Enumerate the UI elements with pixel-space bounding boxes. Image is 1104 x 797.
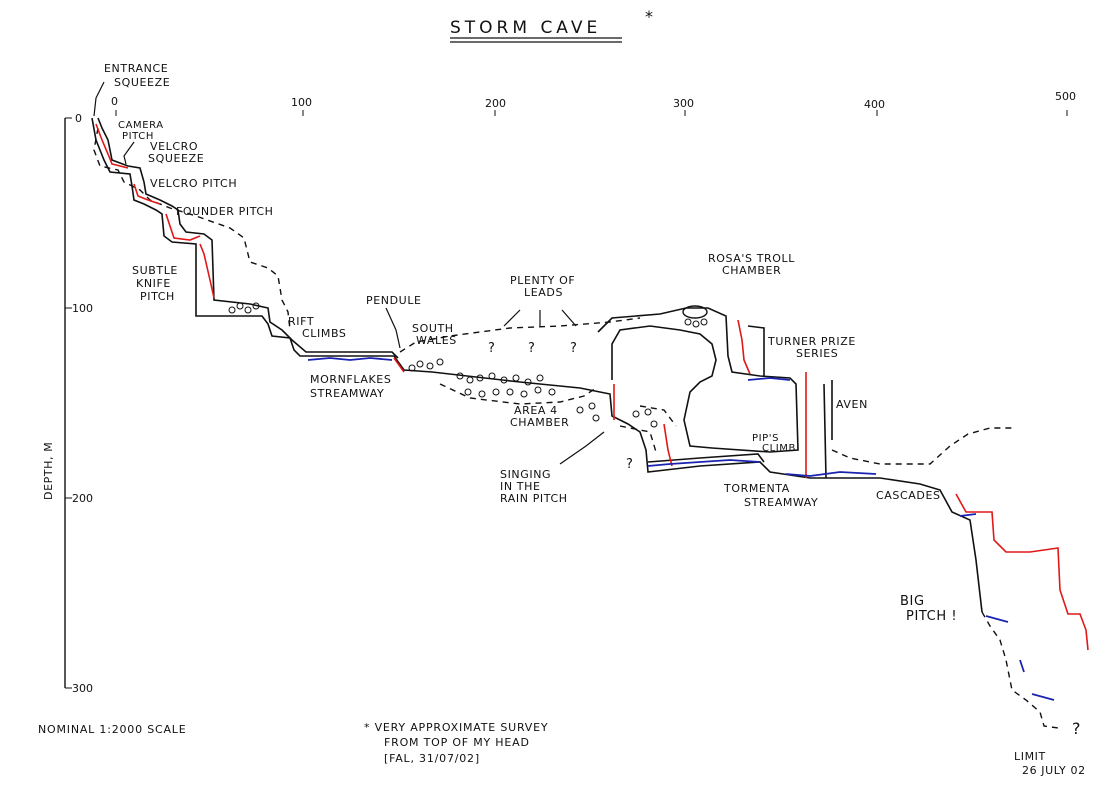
label-velcro-squeeze-2: SQUEEZE bbox=[148, 152, 204, 165]
label-area4-1: AREA 4 bbox=[514, 404, 558, 417]
label-big-pitch-2: PITCH ! bbox=[906, 609, 957, 624]
label-arrows bbox=[93, 81, 605, 465]
label-pips-climb-1: PIP'S bbox=[752, 433, 779, 444]
label-question-4: ? bbox=[626, 457, 634, 472]
label-question-1: ? bbox=[488, 341, 496, 356]
label-south-wales-1: SOUTH bbox=[412, 322, 454, 335]
rosas-loop bbox=[597, 307, 799, 453]
water-cornflakes bbox=[307, 357, 393, 361]
distance-tick-100: 100 bbox=[291, 96, 312, 109]
rift-to-tormenta bbox=[647, 453, 765, 463]
depth-tick-300: 300 bbox=[72, 682, 93, 695]
footnote-line-1: * VERY APPROXIMATE SURVEY bbox=[364, 721, 548, 734]
distance-ticks bbox=[115, 110, 1068, 116]
area4-dashed bbox=[439, 383, 677, 453]
label-turner-1: TURNER PRIZE bbox=[767, 335, 856, 348]
turner-prize-passage bbox=[747, 325, 833, 479]
diagram-title: STORM CAVE bbox=[450, 18, 601, 38]
title-asterisk: * bbox=[645, 7, 653, 26]
label-tormenta-2: STREAMWAY bbox=[744, 496, 818, 509]
label-aven: AVEN bbox=[836, 398, 868, 411]
label-singing-3: RAIN PITCH bbox=[500, 492, 568, 505]
big-pitch-dashed bbox=[981, 611, 1059, 729]
distance-tick-200: 200 bbox=[485, 97, 506, 110]
scale-note: NOMINAL 1:2000 SCALE bbox=[38, 723, 186, 736]
label-founder-pitch: FOUNDER PITCH bbox=[176, 205, 274, 218]
label-plenty-leads-1: PLENTY OF bbox=[510, 274, 575, 287]
label-pendule: PENDULE bbox=[366, 294, 422, 307]
label-subtle-knife-2: KNIFE bbox=[136, 277, 171, 290]
label-limit-1: LIMIT bbox=[1014, 750, 1046, 763]
label-camera-pitch-1: CAMERA bbox=[118, 120, 164, 131]
depth-axis-label: DEPTH, M bbox=[42, 442, 55, 500]
upper-dashed-loop bbox=[93, 127, 291, 331]
depth-tick-200: 200 bbox=[72, 492, 93, 505]
label-cascades: CASCADES bbox=[876, 489, 941, 502]
label-velcro-pitch: VELCRO PITCH bbox=[150, 177, 237, 190]
depth-tick-100: 100 bbox=[72, 302, 93, 315]
pitch-lines bbox=[95, 123, 1089, 651]
footnote-line-3: [FAL, 31/07/02] bbox=[384, 752, 480, 765]
label-plenty-leads-2: LEADS bbox=[524, 286, 563, 299]
label-turner-2: SERIES bbox=[796, 347, 838, 360]
label-entrance-squeeze-1: ENTRANCE bbox=[104, 62, 168, 75]
label-question-2: ? bbox=[528, 341, 536, 356]
label-limit-2: 26 JULY 02 bbox=[1022, 764, 1086, 777]
distance-tick-0: 0 bbox=[111, 95, 118, 108]
label-subtle-knife-1: SUBTLE bbox=[132, 264, 178, 277]
label-rift-climbs-1: RIFT bbox=[288, 315, 314, 328]
label-area4-2: CHAMBER bbox=[510, 416, 569, 429]
aven-dashed bbox=[831, 427, 1016, 465]
label-singing-2: IN THE bbox=[500, 480, 541, 493]
distance-tick-300: 300 bbox=[673, 97, 694, 110]
label-camera-pitch-2: PITCH bbox=[122, 131, 154, 142]
label-cornflakes-1: MORNFLAKES bbox=[310, 373, 391, 386]
main-passage-lower bbox=[91, 117, 983, 613]
label-entrance-squeeze-2: SQUEEZE bbox=[114, 76, 170, 89]
label-subtle-knife-3: PITCH bbox=[140, 290, 175, 303]
depth-axis-ticks bbox=[65, 117, 72, 689]
label-question-limit: ? bbox=[1072, 719, 1081, 738]
label-question-3: ? bbox=[570, 341, 578, 356]
label-pips-climb-2: CLIMB bbox=[762, 443, 796, 454]
label-tormenta-1: TORMENTA bbox=[723, 482, 790, 495]
label-big-pitch-1: BIG bbox=[900, 594, 925, 609]
water-tormenta bbox=[647, 377, 1055, 701]
label-south-wales-2: WALES bbox=[416, 334, 457, 347]
south-wales-dashed bbox=[399, 317, 641, 353]
label-rosas-2: CHAMBER bbox=[722, 264, 781, 277]
main-passage-upper bbox=[97, 117, 399, 359]
label-singing-1: SINGING bbox=[500, 468, 551, 481]
troll-chamber-dome bbox=[682, 305, 708, 319]
distance-tick-400: 400 bbox=[864, 98, 885, 111]
distance-tick-500: 500 bbox=[1055, 90, 1076, 103]
label-cornflakes-2: STREAMWAY bbox=[310, 387, 384, 400]
label-velcro-squeeze-1: VELCRO bbox=[150, 140, 198, 153]
footnote-line-2: FROM TOP OF MY HEAD bbox=[384, 736, 530, 749]
label-rift-climbs-2: CLIMBS bbox=[302, 327, 346, 340]
label-rosas-1: ROSA'S TROLL bbox=[708, 252, 795, 265]
depth-tick-0: 0 bbox=[75, 112, 82, 125]
boulder-clusters bbox=[228, 302, 708, 428]
